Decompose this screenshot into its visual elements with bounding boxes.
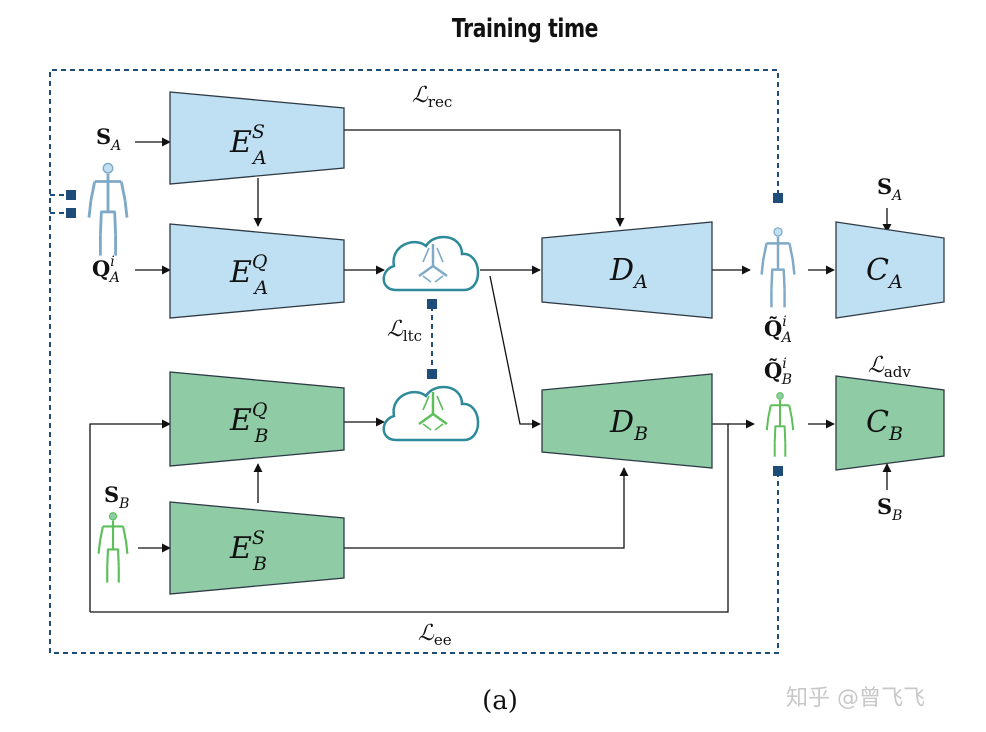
diagram-title: Training time [451,14,599,44]
decoder-b [541,373,713,469]
skeleton-output-b [765,391,795,458]
static-encoder-a [169,91,345,185]
discriminator-b [835,375,945,471]
latent-cloud-a [382,235,480,292]
decoder-a [541,221,713,319]
label-disc-b: CB [866,405,903,445]
skeleton-input-b [97,511,129,584]
skeleton-input-a [87,162,129,258]
static-encoder-b [169,501,345,595]
loss-markers [66,190,783,476]
latent-cloud-b [382,385,480,442]
label-input-s-a: SA [96,124,121,154]
skeleton-output-a [760,226,796,309]
motion-encoder-b [169,371,345,467]
data-flow-arrows [89,129,892,613]
blocks [169,91,945,595]
label-disc-input-s-a: SA [877,174,902,204]
label-disc-input-s-b: SB [877,494,902,524]
discriminator-a [835,221,945,319]
loss-loop-border [49,69,779,654]
label-loss-ltc: ℒltc [387,317,422,345]
label-loss-rec: ℒrec [412,83,452,111]
label-loss-adv: ℒadv [868,353,911,381]
label-dec-b: DB [609,405,648,445]
label-loss-ee: ℒee [418,621,452,649]
watermark: 知乎 @曾飞飞 [786,686,925,711]
motion-encoder-a [169,223,345,319]
label-input-s-b: SB [104,482,129,512]
label-disc-a: CA [866,253,903,293]
label-dec-a: DA [609,253,648,293]
figure-caption: (a) [482,686,518,716]
